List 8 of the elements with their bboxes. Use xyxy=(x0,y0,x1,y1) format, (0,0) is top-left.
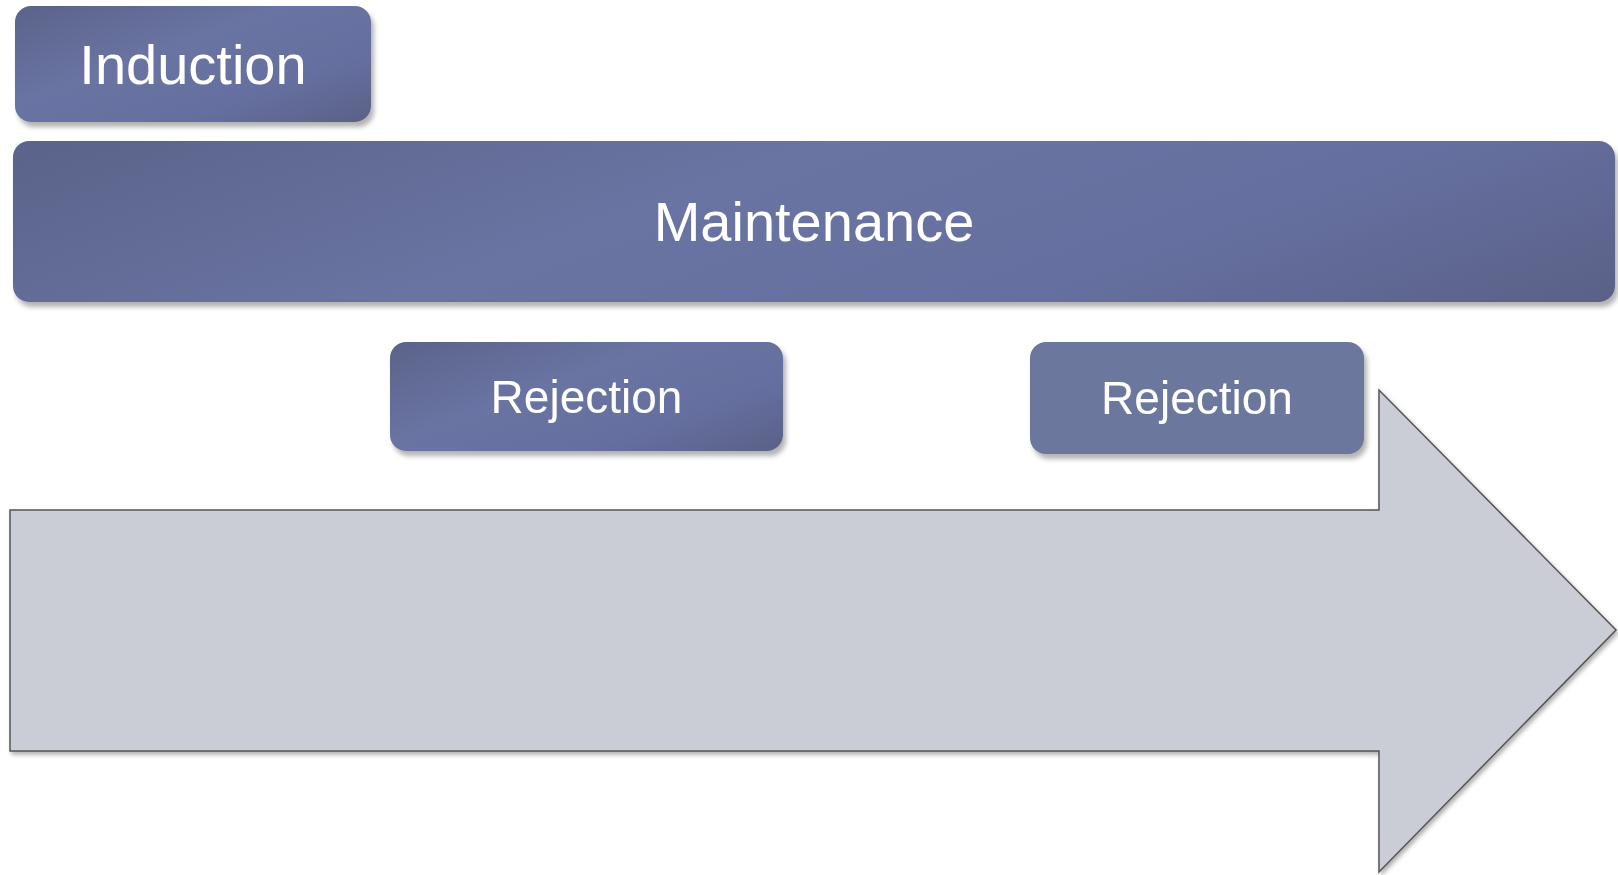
phase-label: Rejection xyxy=(1101,371,1293,425)
phase-box xyxy=(13,141,1615,302)
phase-box xyxy=(1030,342,1364,454)
phase-label: Induction xyxy=(79,31,307,97)
phase-box xyxy=(390,342,783,451)
phase-label: Maintenance xyxy=(653,189,975,254)
phase-label: Rejection xyxy=(490,369,683,424)
phase-box xyxy=(15,6,371,122)
